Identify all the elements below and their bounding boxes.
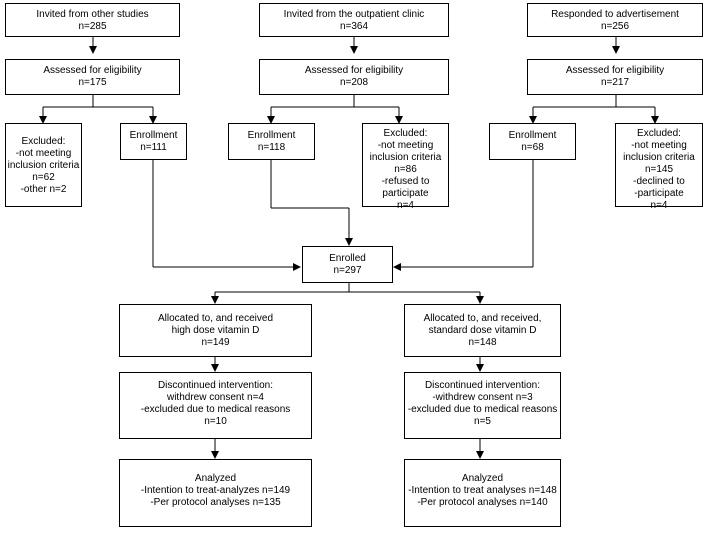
enrollment-label: Enrollment <box>508 130 557 141</box>
source-advertisement: Responded to advertisement n=256 <box>527 3 703 37</box>
eligibility-right: Assessed for eligibility n=217 <box>527 59 703 95</box>
discontinued-standard-dose: Discontinued intervention: -withdrew con… <box>404 372 561 439</box>
analyzed-line: -Per protocol analyses n=135 <box>150 497 281 508</box>
excluded-line: Excluded: <box>383 128 428 139</box>
eligibility-middle: Assessed for eligibility n=208 <box>259 59 449 95</box>
discontinued-line: -withdrew consent n=3 <box>432 392 533 403</box>
discontinued-line: n=10 <box>204 416 227 427</box>
eligibility-count: n=217 <box>600 77 630 88</box>
excluded-line: -other n=2 <box>20 184 67 195</box>
enrollment-count: n=111 <box>140 142 167 153</box>
analyzed-high-dose: Analyzed -Intention to treat-analyzes n=… <box>119 459 312 527</box>
enrolled-label: Enrolled <box>329 253 366 264</box>
excluded-line: n=62 <box>32 172 55 183</box>
eligibility-label: Assessed for eligibility <box>43 65 142 76</box>
analyzed-line: -Intention to treat-analyzes n=149 <box>140 485 291 496</box>
eligibility-label: Assessed for eligibility <box>304 65 404 76</box>
source-count: n=285 <box>78 21 107 32</box>
source-outpatient: Invited from the outpatient clinic n=364 <box>259 3 449 37</box>
enrollment-label: Enrollment <box>129 130 178 141</box>
discontinued-high-dose: Discontinued intervention: withdrew cons… <box>119 372 312 439</box>
analyzed-standard-dose: Analyzed -Intention to treat analyses n=… <box>404 459 561 527</box>
excluded-line: inclusion criteria <box>7 160 80 171</box>
source-label: Invited from other studies <box>36 9 149 20</box>
excluded-line: n=4 <box>650 200 668 211</box>
excluded-line: -not meeting <box>631 140 687 151</box>
analyzed-line: -Per protocol analyses n=140 <box>417 497 548 508</box>
analyzed-line: -Intention to treat analyses n=148 <box>408 485 557 496</box>
discontinued-line: Discontinued intervention: <box>157 380 274 391</box>
allocated-standard-dose: Allocated to, and received, standard dos… <box>404 304 561 357</box>
excluded-middle: Excluded: -not meeting inclusion criteri… <box>362 123 449 211</box>
eligibility-count: n=175 <box>78 77 107 88</box>
source-other-studies: Invited from other studies n=285 <box>5 3 180 37</box>
source-label: Invited from the outpatient clinic <box>283 9 425 20</box>
enrollment-label: Enrollment <box>247 130 296 141</box>
allocated-line: n=149 <box>201 337 230 348</box>
excluded-right: Excluded: -not meeting inclusion criteri… <box>615 123 703 211</box>
enrollment-middle: Enrollment n=118 <box>228 123 315 160</box>
excluded-line: Excluded: <box>637 128 681 139</box>
excluded-line: inclusion criteria <box>623 152 695 163</box>
excluded-line: -refused to <box>381 176 430 187</box>
allocated-line: Allocated to, and received <box>157 313 274 324</box>
analyzed-line: Analyzed <box>461 473 504 484</box>
eligibility-left: Assessed for eligibility n=175 <box>5 59 180 95</box>
enrollment-count: n=118 <box>257 142 286 153</box>
excluded-line: Excluded: <box>21 136 66 147</box>
allocated-high-dose: Allocated to, and received high dose vit… <box>119 304 312 357</box>
excluded-line: -declined to <box>633 176 685 187</box>
excluded-line: inclusion criteria <box>369 152 442 163</box>
enrollment-count: n=68 <box>521 142 544 153</box>
enrollment-left: Enrollment n=111 <box>120 123 187 160</box>
excluded-line: -not meeting <box>15 148 72 159</box>
excluded-line: n=4 <box>397 200 414 211</box>
analyzed-line: Analyzed <box>194 473 237 484</box>
excluded-left: Excluded: -not meeting inclusion criteri… <box>5 123 82 207</box>
enrollment-right: Enrollment n=68 <box>489 123 576 160</box>
allocated-line: high dose vitamin D <box>171 325 260 336</box>
discontinued-line: -excluded due to medical reasons <box>407 404 558 415</box>
source-count: n=364 <box>339 21 369 32</box>
source-label: Responded to advertisement <box>551 9 679 20</box>
excluded-line: -participate <box>634 188 684 199</box>
discontinued-line: -excluded due to medical reasons <box>140 404 291 415</box>
allocated-line: n=148 <box>468 337 497 348</box>
excluded-line: -not meeting <box>377 140 434 151</box>
excluded-line: participate <box>382 188 429 199</box>
allocated-line: standard dose vitamin D <box>428 325 537 336</box>
discontinued-line: Discontinued intervention: <box>424 380 541 391</box>
enrolled-count: n=297 <box>333 265 362 276</box>
allocated-line: Allocated to, and received, <box>423 313 542 324</box>
discontinued-line: n=5 <box>474 416 491 427</box>
excluded-line: n=86 <box>394 164 417 175</box>
eligibility-count: n=208 <box>339 77 369 88</box>
discontinued-line: withdrew consent n=4 <box>166 392 264 403</box>
enrolled-box: Enrolled n=297 <box>302 246 393 283</box>
excluded-line: n=145 <box>644 164 674 175</box>
source-count: n=256 <box>600 21 630 32</box>
eligibility-label: Assessed for eligibility <box>565 65 665 76</box>
